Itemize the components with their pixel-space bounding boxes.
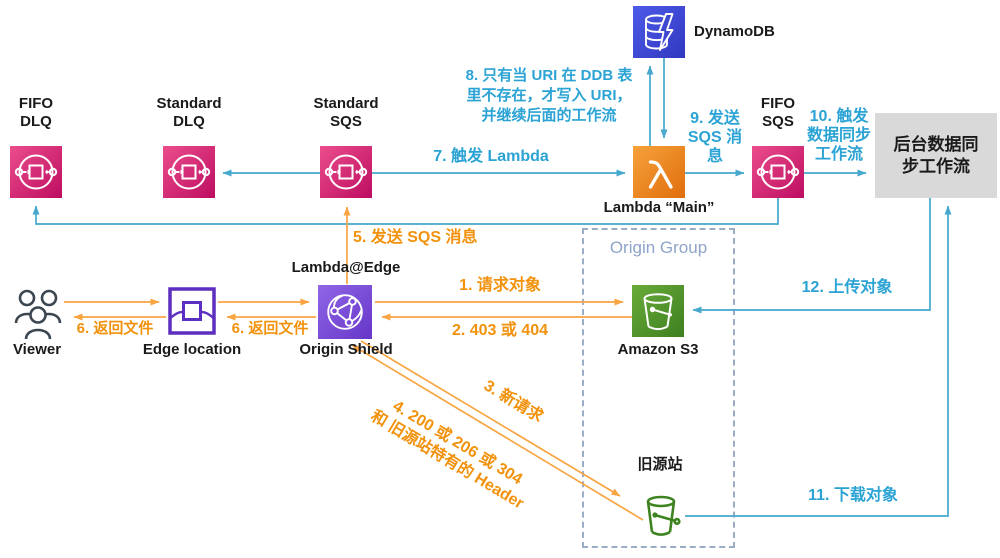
fifo-dlq-sqs-icon xyxy=(10,146,62,198)
standard-sqs-icon xyxy=(320,146,372,198)
flow-3-label: 3. 新请求 xyxy=(480,377,546,426)
standard-dlq-sqs-icon xyxy=(163,146,215,198)
viewer-label: Viewer xyxy=(12,341,62,358)
fifo-sqs-icon xyxy=(752,146,804,198)
sync-workflow-box: 后台数据同 步工作流 xyxy=(875,113,997,198)
origin-shield-cloudfront-icon xyxy=(318,285,372,339)
s3-label: Amazon S3 xyxy=(617,341,699,358)
flow-9-label: 9. 发送 SQS 消 息 xyxy=(687,110,743,165)
flow-8-label: 8. 只有当 URI 在 DDB 表 里不存在，才写入 URI， 并继续后面的工… xyxy=(465,67,633,124)
flow-6a-label: 6. 返回文件 xyxy=(76,320,154,337)
lambda-main-icon xyxy=(633,146,685,198)
dynamodb-label: DynamoDB xyxy=(694,23,775,40)
fifo-sqs-label: FIFO SQS xyxy=(760,95,796,130)
flow-2-label: 2. 403 或 404 xyxy=(451,322,549,339)
flow-7-label: 7. 触发 Lambda xyxy=(433,148,549,165)
standard-dlq-label: Standard DLQ xyxy=(156,95,222,130)
flow-12-label: 12. 上传对象 xyxy=(801,279,893,296)
old-origin-label: 旧源站 xyxy=(637,456,683,473)
old-origin-bucket-icon xyxy=(636,490,686,542)
origin-group-label: Origin Group xyxy=(609,238,708,257)
flow-6b-label: 6. 返回文件 xyxy=(231,320,309,337)
viewer-icon xyxy=(8,283,66,341)
flow-5-label: 5. 发送 SQS 消息 xyxy=(353,229,478,246)
flow-10-label: 10. 触发 数据同步 工作流 xyxy=(806,108,871,163)
fifo-dlq-label: FIFO DLQ xyxy=(18,95,54,130)
dynamodb-icon xyxy=(633,6,685,58)
lambda-main-label: Lambda “Main” xyxy=(603,199,715,216)
standard-sqs-label: Standard SQS xyxy=(313,95,379,130)
s3-bucket-icon xyxy=(632,285,684,337)
origin-shield-label: Origin Shield xyxy=(299,341,393,358)
flow-11-label: 11. 下载对象 xyxy=(808,487,898,504)
flow-1-label: 1. 请求对象 xyxy=(459,277,541,294)
lambda-edge-label: Lambda@Edge xyxy=(291,259,401,276)
edge-location-label: Edge location xyxy=(142,341,242,358)
edge-location-icon xyxy=(168,287,216,335)
